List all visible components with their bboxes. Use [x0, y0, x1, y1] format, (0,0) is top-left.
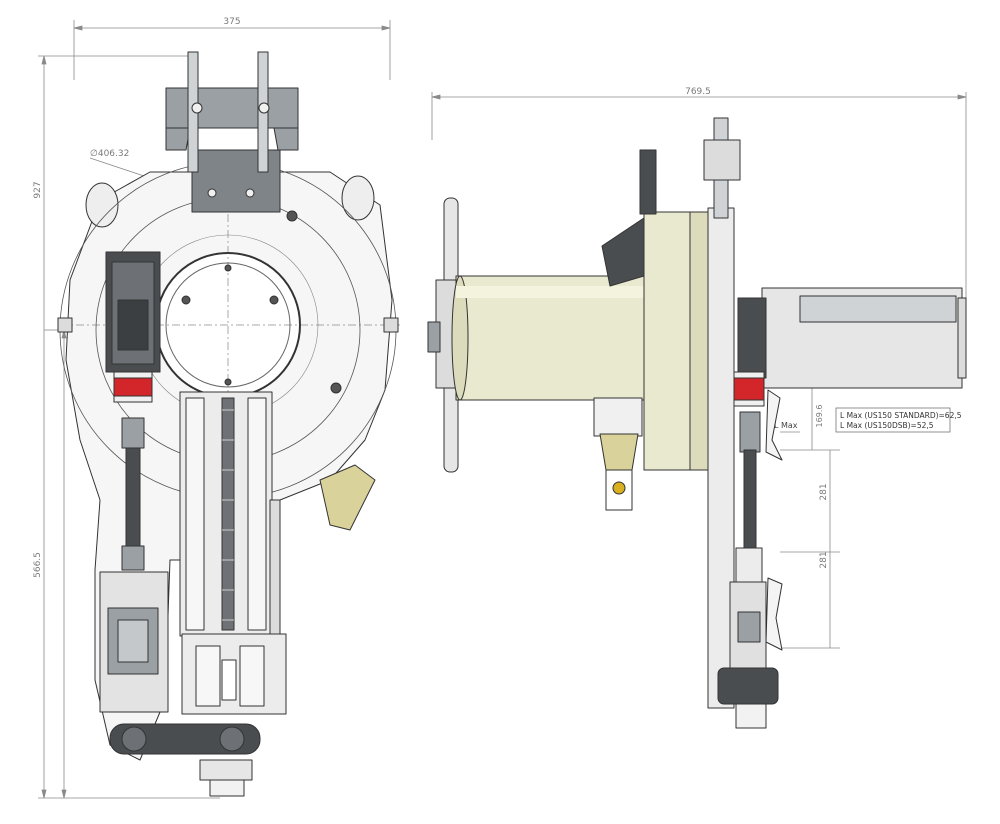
side-hand-wheel-top	[443, 197, 459, 289]
side-lmax-label: L Max	[774, 421, 798, 430]
side-lower-281-dim: 281	[819, 551, 829, 568]
front-diameter-dim: ∅406.32	[90, 149, 129, 159]
front-dimension-lines	[38, 20, 391, 799]
front-bottom-knob	[199, 759, 253, 781]
side-feed-column	[737, 297, 767, 379]
front-lower-height-dim: 566.5	[33, 552, 43, 578]
front-width-dim: 375	[223, 17, 240, 27]
lmax-note-dsb: L Max (US150DSB)=52,5	[840, 421, 934, 430]
side-upper-281-dim: 281	[819, 483, 829, 500]
front-height-dim: 927	[33, 181, 43, 198]
front-top-bracket	[165, 87, 299, 129]
front-view	[57, 51, 400, 797]
side-width-dim: 769.5	[685, 87, 711, 97]
lmax-note-standard: L Max (US150 STANDARD)=62,5	[840, 411, 962, 420]
side-bottom-knob	[717, 667, 779, 705]
side-view	[427, 117, 967, 729]
lmax-note-box: L Max (US150 STANDARD)=62,5 L Max (US150…	[835, 407, 962, 433]
side-small-dim: 169.6	[815, 405, 824, 428]
side-head-housing	[643, 211, 693, 471]
